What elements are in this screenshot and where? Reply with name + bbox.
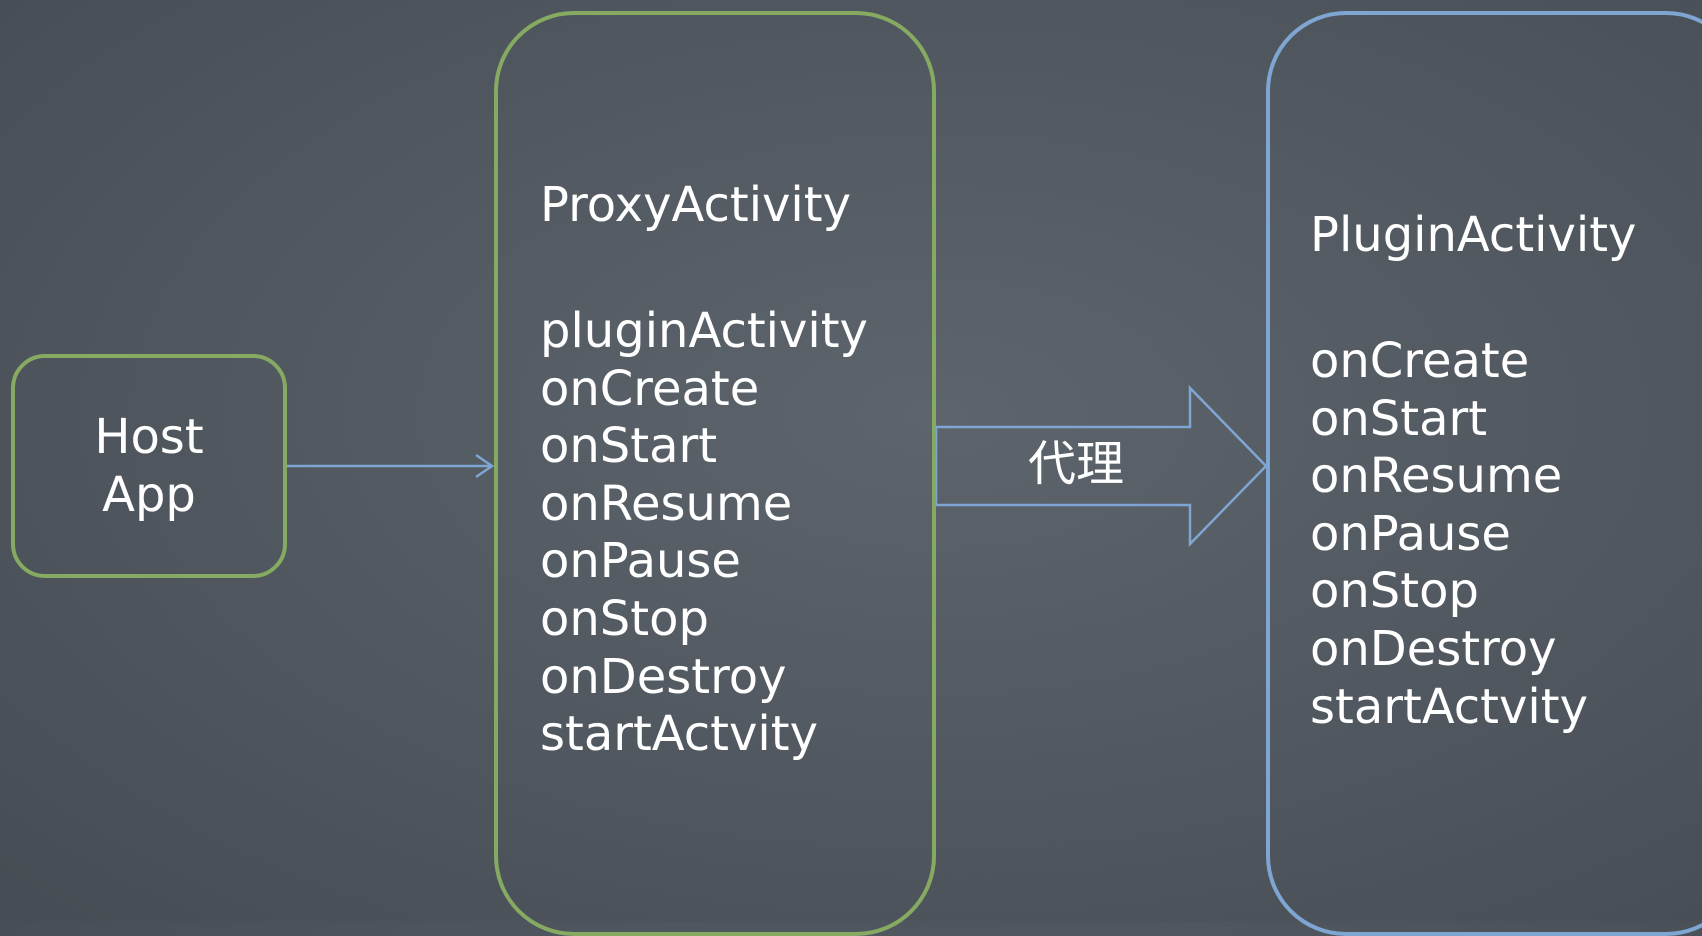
edge-proxy-to-plugin — [934, 384, 1268, 548]
plugin-member: startActvity — [1310, 678, 1588, 735]
proxy-member: onResume — [540, 475, 793, 532]
host-app-node: Host App — [11, 354, 287, 578]
plugin-member: onResume — [1310, 448, 1563, 505]
plugin-member: onStop — [1310, 563, 1479, 620]
proxy-member: pluginActivity — [540, 303, 868, 359]
plugin-member: onStart — [1310, 390, 1488, 447]
proxy-member: onPause — [540, 533, 741, 590]
plugin-member: onPause — [1310, 505, 1511, 562]
proxy-activity-title: ProxyActivity — [540, 177, 851, 233]
plugin-activity-node: PluginActivity onCreate onStart onResume… — [1266, 11, 1702, 936]
plugin-member: onCreate — [1310, 333, 1530, 389]
edge-label-proxy: 代理 — [1028, 436, 1125, 492]
plugin-member: onDestroy — [1310, 620, 1557, 677]
host-app-line-2: App — [102, 467, 196, 523]
edge-host-to-proxy — [287, 453, 495, 479]
proxy-member: startActvity — [540, 706, 818, 763]
plugin-activity-members: onCreate onStart onResume onPause onStop… — [1310, 333, 1588, 736]
proxy-member: onStop — [540, 590, 709, 647]
proxy-activity-node: ProxyActivity pluginActivity onCreate on… — [494, 11, 936, 936]
plugin-activity-title: PluginActivity — [1310, 207, 1637, 263]
proxy-member: onDestroy — [540, 648, 787, 705]
proxy-activity-members: pluginActivity onCreate onStart onResume… — [540, 303, 868, 764]
proxy-member: onStart — [540, 418, 718, 475]
host-app-line-1: Host — [94, 409, 204, 465]
proxy-member: onCreate — [540, 360, 760, 417]
